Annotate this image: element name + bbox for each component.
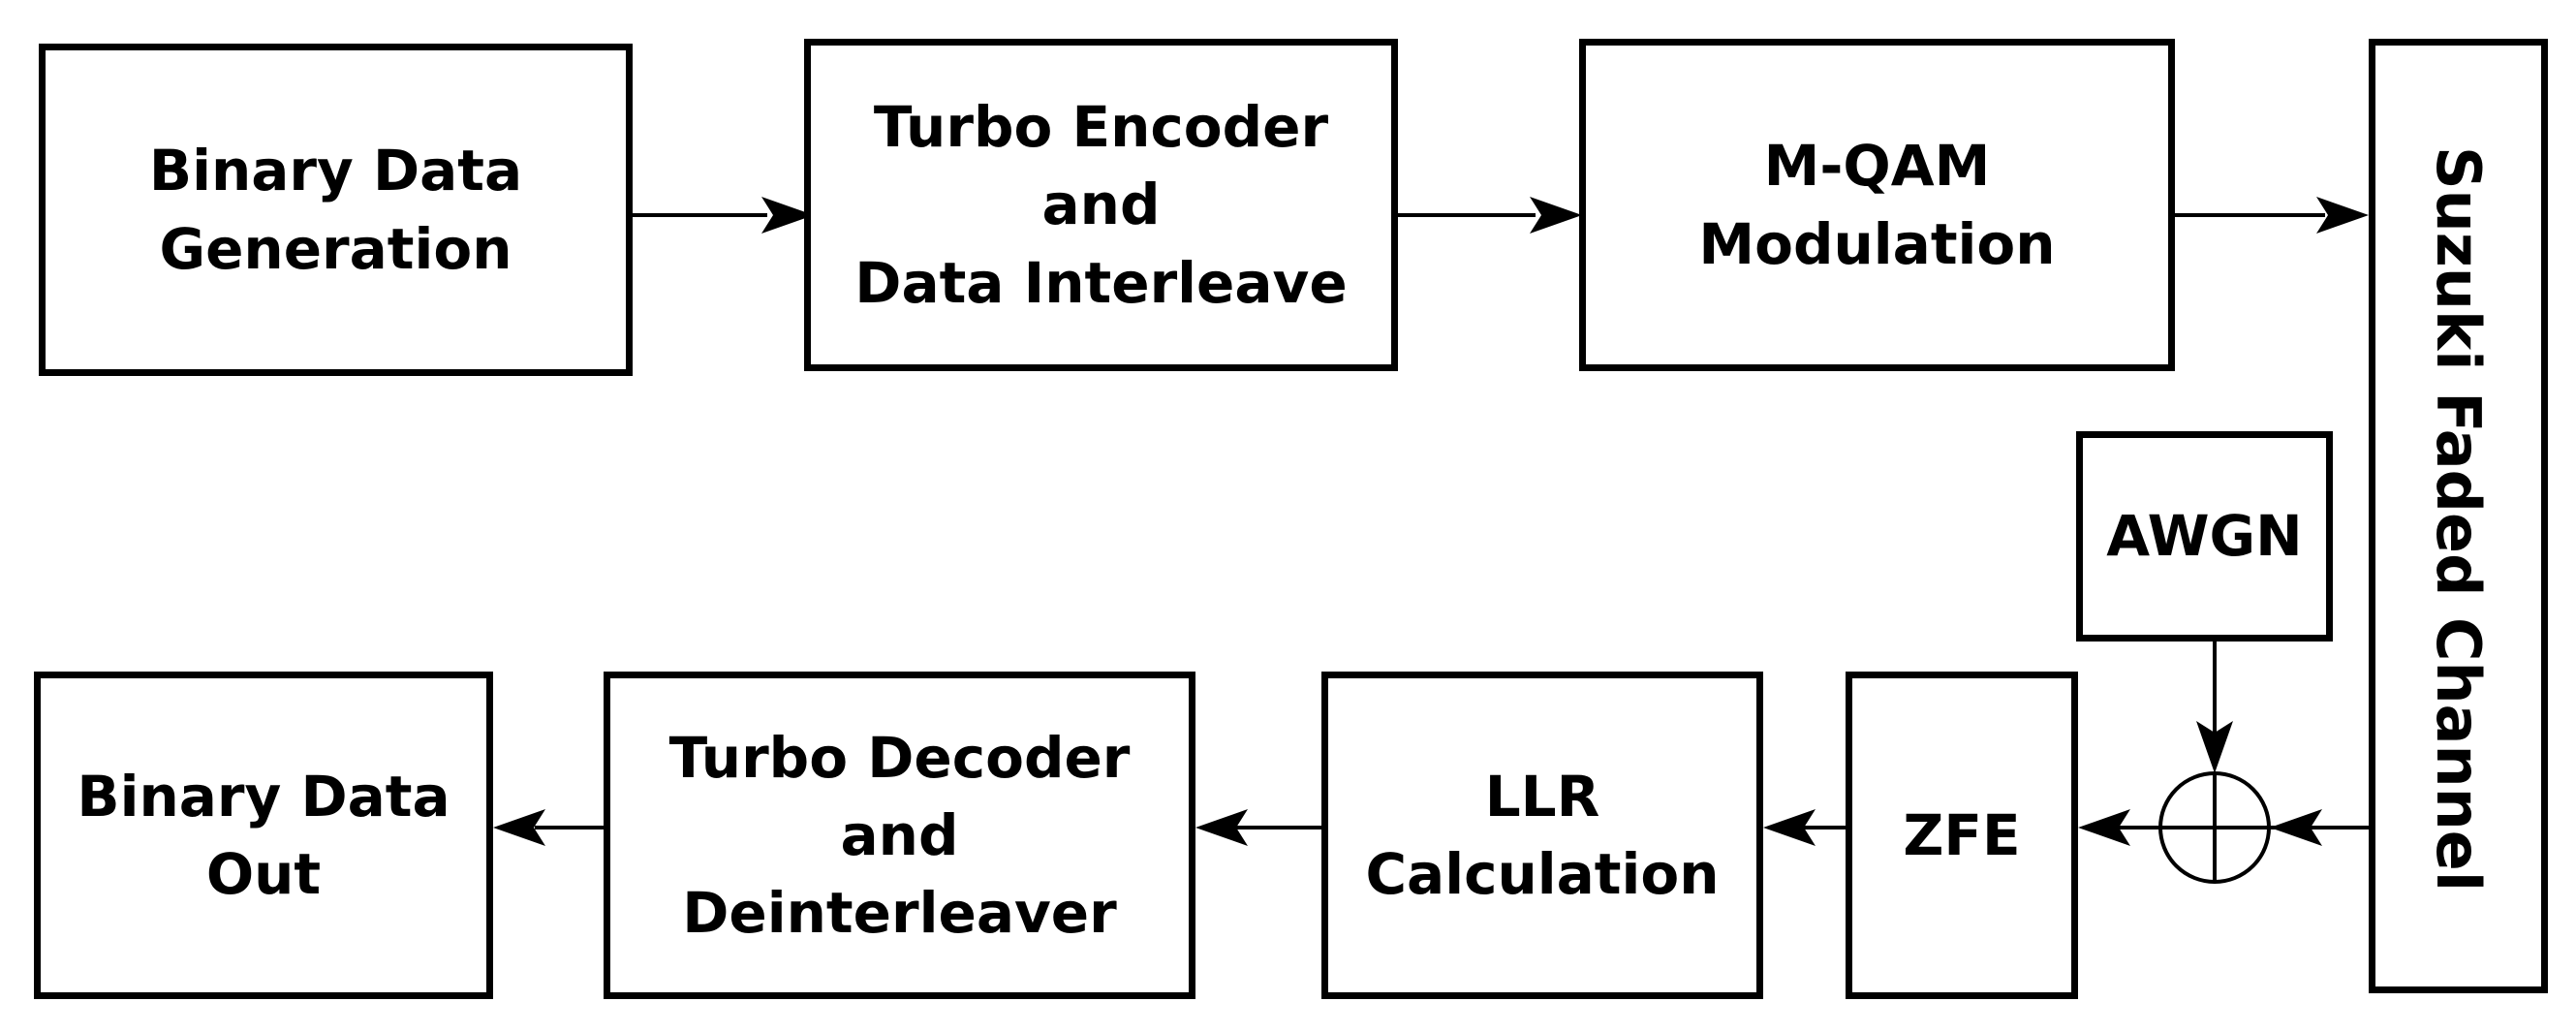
arrowhead-out — [493, 809, 545, 846]
arrowhead-zfe — [2078, 809, 2130, 846]
binary-data-out-label: Binary Data Out — [77, 763, 450, 907]
arrowhead-adder-in — [2270, 809, 2322, 846]
arrowhead-llr — [1763, 809, 1816, 846]
zfe-block: ZFE — [1846, 672, 2078, 999]
suzuki-channel-block: Suzuki Faded Channel — [2369, 39, 2548, 993]
binary-data-generation-block: Binary Data Generation — [39, 44, 633, 376]
awgn-block: AWGN — [2076, 431, 2333, 642]
arrowhead-channel — [2316, 197, 2369, 234]
turbo-encoder-label: Turbo Encoder and Data Interleave — [854, 94, 1348, 316]
arrowhead-awgn-down — [2196, 721, 2233, 773]
turbo-encoder-block: Turbo Encoder and Data Interleave — [804, 39, 1398, 371]
turbo-decoder-block: Turbo Decoder and Deinterleaver — [604, 672, 1195, 999]
mqam-modulation-label: M-QAM Modulation — [1698, 133, 2056, 277]
arrowhead-modulation — [1530, 197, 1582, 234]
summing-junction — [2158, 771, 2271, 884]
binary-data-out-block: Binary Data Out — [34, 672, 493, 999]
arrowhead-decoder — [1195, 809, 1248, 846]
llr-calculation-label: LLR Calculation — [1365, 763, 1720, 907]
llr-calculation-block: LLR Calculation — [1321, 672, 1763, 999]
suzuki-channel-label: Suzuki Faded Channel — [2423, 146, 2494, 892]
awgn-label: AWGN — [2106, 503, 2303, 570]
mqam-modulation-block: M-QAM Modulation — [1579, 39, 2175, 371]
binary-data-generation-label: Binary Data Generation — [148, 138, 523, 282]
zfe-label: ZFE — [1903, 801, 2021, 868]
arrowhead-encoder — [761, 197, 814, 234]
turbo-decoder-label: Turbo Decoder and Deinterleaver — [668, 724, 1131, 947]
